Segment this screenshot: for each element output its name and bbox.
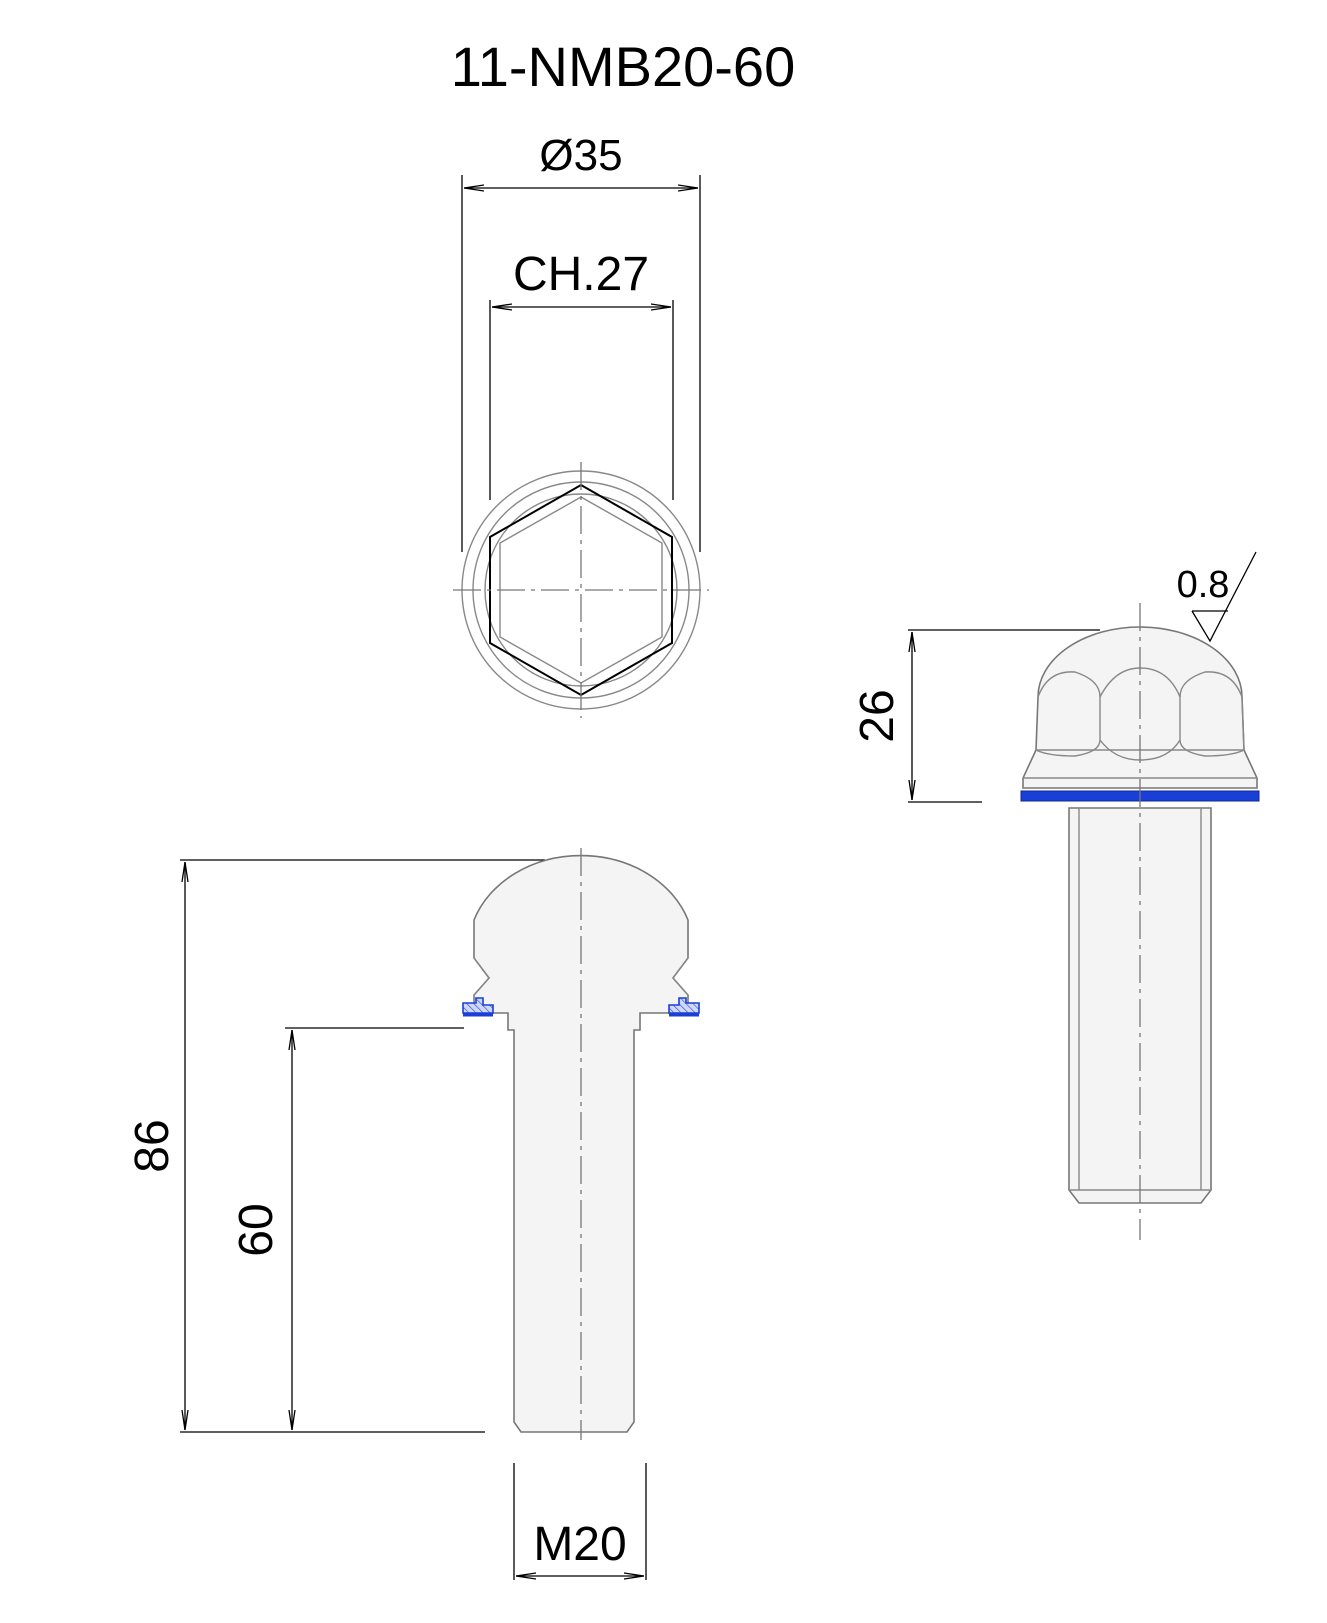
- side-view: 26 0.8: [851, 551, 1260, 1240]
- head-height-label: 26: [851, 689, 904, 742]
- thread-length-label: 60: [230, 1203, 283, 1256]
- thread-label: M20: [533, 1518, 626, 1571]
- surface-finish-symbol: [1191, 551, 1257, 643]
- total-length-label: 86: [126, 1119, 179, 1172]
- seal-left: [462, 997, 494, 1014]
- drawing-title: 11-NMB20-60: [451, 35, 795, 98]
- bolt-section-body: [473, 854, 689, 1433]
- diameter-label: Ø35: [539, 131, 622, 180]
- seal-right: [668, 997, 700, 1014]
- section-view: 86 60 M20: [126, 848, 700, 1580]
- seal-thickness-label: 0.8: [1177, 564, 1230, 606]
- wrench-size-label: CH.27: [513, 248, 649, 301]
- top-view: Ø35 CH.27: [453, 131, 709, 718]
